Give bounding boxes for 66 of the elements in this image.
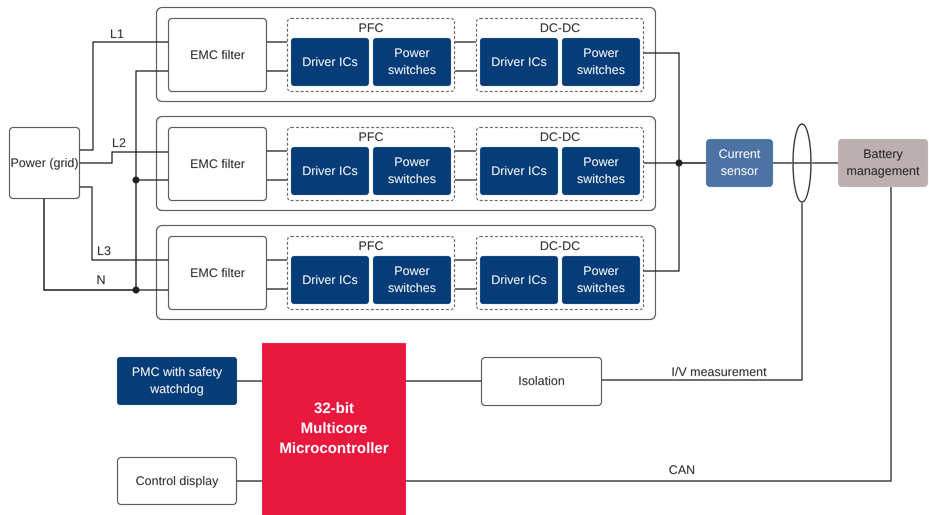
connector-line [267, 179, 287, 181]
filter-box: EMC filter [168, 236, 267, 310]
group-label: DC-DC [538, 20, 582, 37]
battery-management-box: Battery management [838, 139, 928, 187]
connector-line [602, 203, 803, 381]
dashed-group [476, 236, 644, 310]
group-label: PFC [358, 238, 384, 255]
connector-line [406, 187, 892, 482]
component-box: Power switches [562, 147, 640, 195]
group-label: PFC [358, 20, 384, 37]
component-box: Power switches [562, 256, 640, 304]
connector-line [267, 150, 287, 152]
connector-line [267, 288, 287, 290]
connector-line [773, 162, 792, 164]
controller-box: PMC with safety watchdog [117, 357, 237, 405]
group-label: PFC [358, 129, 384, 146]
filter-box: EMC filter [168, 127, 267, 201]
dashed-group [287, 236, 455, 310]
connector-line [237, 380, 262, 382]
connector-line [455, 259, 476, 261]
component-box: Driver ICs [291, 147, 369, 195]
component-box: Power switches [373, 147, 451, 195]
connector-line [80, 151, 168, 164]
component-box: Driver ICs [480, 256, 558, 304]
component-box: Power switches [373, 38, 451, 86]
display-box: Control display [117, 457, 237, 505]
group-label: DC-DC [538, 238, 582, 255]
isolation-box: Isolation [481, 357, 602, 406]
connector-line [267, 70, 287, 72]
component-box: Driver ICs [291, 256, 369, 304]
microcontroller-box: 32-bit Multicore Microcontroller [262, 343, 406, 515]
group-label: DC-DC [538, 129, 582, 146]
sensor-box: Current sensor [706, 139, 773, 187]
connector-line [812, 162, 838, 164]
module-panel [156, 116, 656, 211]
ellipse [792, 123, 812, 203]
edge-label: L2 [110, 136, 128, 150]
connector-line [80, 41, 168, 151]
edge-label: CAN [666, 463, 698, 477]
component-box: Power switches [562, 38, 640, 86]
dashed-group [287, 127, 455, 201]
dashed-group [476, 18, 644, 92]
connector-line [455, 41, 476, 43]
dashed-group [287, 18, 455, 92]
connector-line [406, 380, 481, 382]
connector-line [644, 162, 706, 272]
connector-line [455, 288, 476, 290]
connector-line [455, 70, 476, 72]
component-box: Driver ICs [480, 147, 558, 195]
connector-line [455, 150, 476, 152]
connector-line [43, 70, 168, 291]
connector-line [455, 179, 476, 181]
connector-line [237, 480, 262, 482]
dashed-group [476, 127, 644, 201]
module-panel [156, 225, 656, 320]
filter-box: EMC filter [168, 18, 267, 92]
connector-line [80, 186, 168, 261]
power-source-box: Power (grid) [9, 127, 80, 199]
module-panel [156, 7, 656, 102]
component-box: Driver ICs [291, 38, 369, 86]
edge-label: L1 [108, 27, 126, 41]
connector-line [267, 41, 287, 43]
component-box: Power switches [373, 256, 451, 304]
edge-label: L3 [95, 244, 113, 258]
component-box: Driver ICs [480, 38, 558, 86]
connector-line [267, 259, 287, 261]
